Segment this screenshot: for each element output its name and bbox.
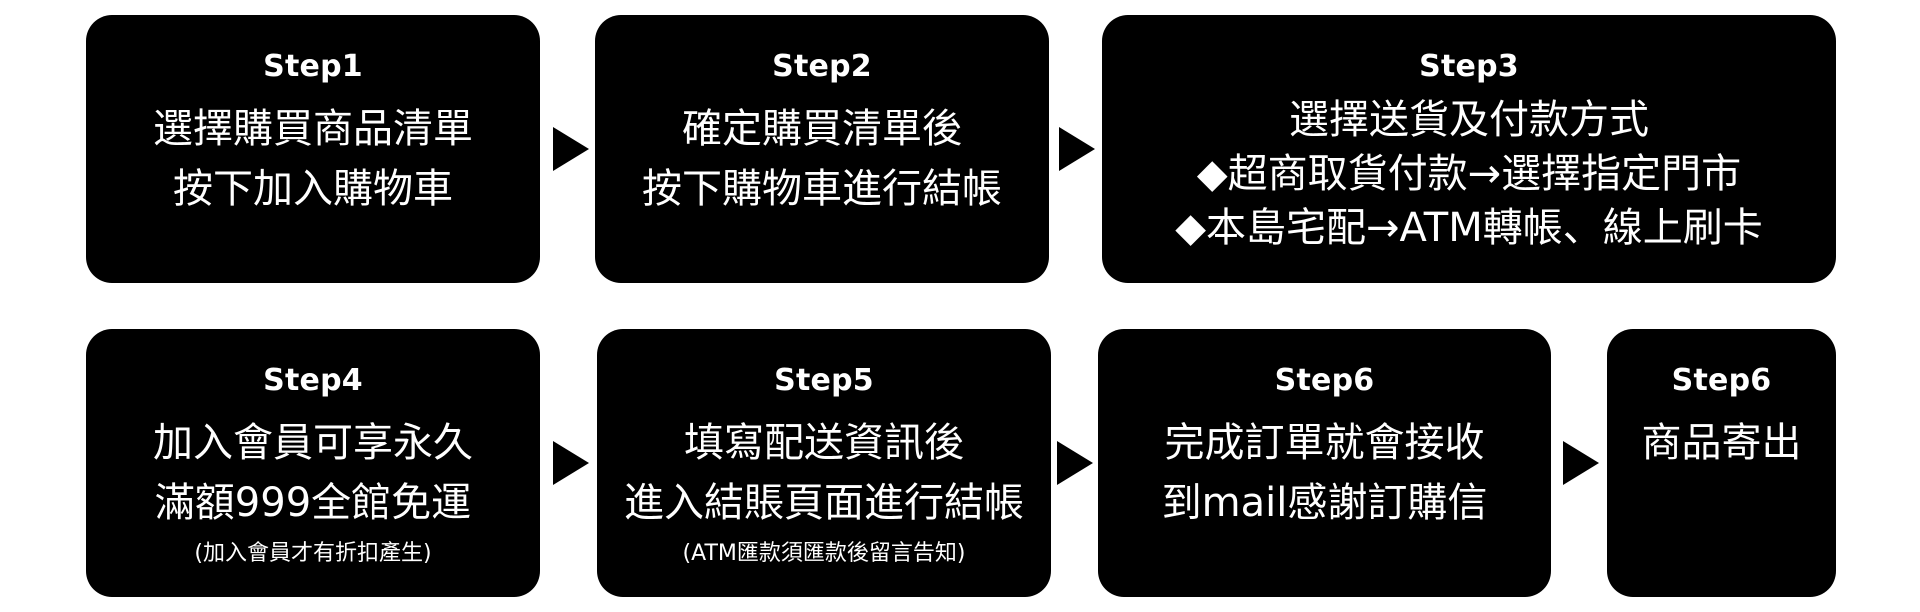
step5-line-1: 填寫配送資訊後 xyxy=(684,420,964,466)
step3-line-1: 選擇送貨及付款方式 xyxy=(1289,97,1649,143)
arrow-right-icon xyxy=(1059,127,1095,171)
step7-line-1: 商品寄出 xyxy=(1641,420,1802,466)
step4-title: Step4 xyxy=(263,363,363,398)
step5-line-2: 進入結賬頁面進行結帳 xyxy=(624,480,1024,526)
step2-title: Step2 xyxy=(772,49,872,84)
step4-box: Step4 加入會員可享永久 滿額999全館免運 (加入會員才有折扣產生) xyxy=(86,329,540,597)
step3-line-2: ◆超商取貨付款→選擇指定門市 xyxy=(1196,151,1742,197)
step6-title: Step6 xyxy=(1274,363,1375,398)
arrow-right-icon xyxy=(1563,441,1599,485)
step1-title: Step1 xyxy=(263,49,363,84)
step5-note: (ATM匯款須匯款後留言告知) xyxy=(682,541,966,566)
step2-line-1: 確定購買清單後 xyxy=(682,106,962,152)
step2-line-2: 按下購物車進行結帳 xyxy=(642,166,1002,212)
step7-box: Step6 商品寄出 xyxy=(1607,329,1836,597)
step1-line-1: 選擇購買商品清單 xyxy=(153,106,473,152)
arrow-right-icon xyxy=(553,441,589,485)
step3-box: Step3 選擇送貨及付款方式 ◆超商取貨付款→選擇指定門市 ◆本島宅配→ATM… xyxy=(1102,15,1836,283)
step4-line-1: 加入會員可享永久 xyxy=(153,420,473,466)
step1-box: Step1 選擇購買商品清單 按下加入購物車 xyxy=(86,15,540,283)
step7-title: Step6 xyxy=(1671,363,1772,398)
step1-line-2: 按下加入購物車 xyxy=(173,166,453,212)
step3-title: Step3 xyxy=(1419,49,1519,84)
step6-line-2: 到mail感謝訂購信 xyxy=(1161,480,1488,526)
step5-box: Step5 填寫配送資訊後 進入結賬頁面進行結帳 (ATM匯款須匯款後留言告知) xyxy=(597,329,1051,597)
arrow-right-icon xyxy=(1057,441,1093,485)
arrow-right-icon xyxy=(553,127,589,171)
step6-line-1: 完成訂單就會接收 xyxy=(1164,420,1485,466)
step4-note: (加入會員才有折扣產生) xyxy=(194,541,432,566)
step4-line-2: 滿額999全館免運 xyxy=(154,480,472,526)
step6-box: Step6 完成訂單就會接收 到mail感謝訂購信 xyxy=(1098,329,1551,597)
step5-title: Step5 xyxy=(774,363,874,398)
step2-box: Step2 確定購買清單後 按下購物車進行結帳 xyxy=(595,15,1049,283)
step3-line-3: ◆本島宅配→ATM轉帳、線上刷卡 xyxy=(1175,205,1763,251)
